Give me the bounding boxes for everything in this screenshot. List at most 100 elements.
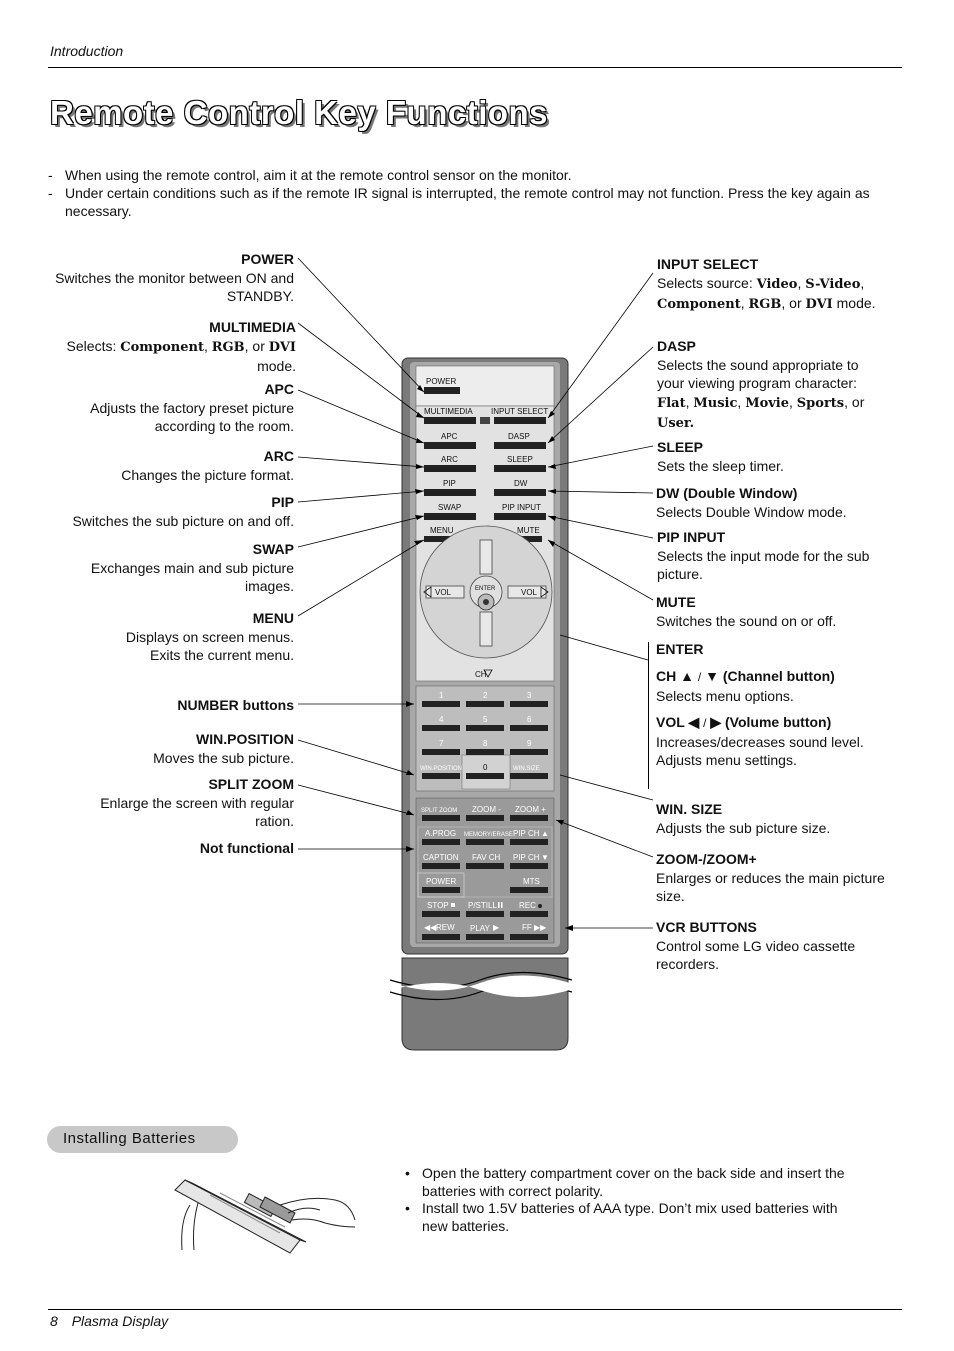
remote-win-position-button[interactable] <box>422 773 460 779</box>
remote-pstill-button[interactable] <box>466 911 504 917</box>
digit-9-label: 9 <box>527 739 532 748</box>
remote-dw-button[interactable] <box>494 489 546 496</box>
digit-9-button[interactable] <box>510 749 548 755</box>
remote-dasp-button[interactable] <box>494 442 546 449</box>
page-number: 8 <box>50 1313 58 1329</box>
remote-vcr-power-button[interactable] <box>422 887 460 893</box>
remote-menu-button[interactable] <box>424 536 454 542</box>
option-component: Component <box>657 297 741 312</box>
remote-ff-label: FF <box>522 923 532 932</box>
battery-installation-illustration <box>174 1179 356 1254</box>
remote-vol-up-button[interactable] <box>507 585 547 599</box>
remote-vol-down-button[interactable] <box>425 585 465 599</box>
remote-apc-button[interactable] <box>424 442 476 449</box>
remote-multimedia-button[interactable] <box>424 417 476 424</box>
remote-menu-label: MENU <box>430 526 454 535</box>
callout-desc: Selects menu options. <box>656 687 794 704</box>
remote-input-select-button[interactable] <box>494 417 546 424</box>
remote-vol-right-label: VOL <box>521 588 538 597</box>
remote-rec-button[interactable] <box>510 911 548 917</box>
remote-ch-up-button[interactable] <box>479 539 493 575</box>
page-footer: 8 Plasma Display <box>50 1313 168 1329</box>
remote-input-select-label: INPUT SELECT <box>491 407 548 416</box>
remote-pip-label: PIP <box>443 479 456 488</box>
separator: , <box>737 393 746 410</box>
remote-play-label: PLAY <box>470 924 491 933</box>
digit-2-button[interactable] <box>466 701 504 707</box>
digit-5-button[interactable] <box>466 725 504 731</box>
callout-label: PIP <box>271 494 294 510</box>
remote-sleep-button[interactable] <box>494 465 546 472</box>
callout-label: ENTER <box>656 641 704 657</box>
vol-left-icon <box>423 586 432 598</box>
remote-zoom-plus-button[interactable] <box>510 815 548 821</box>
remote-mute-button[interactable] <box>512 536 542 542</box>
vol-label: VOL <box>656 714 685 730</box>
remote-pip-input-button[interactable] <box>494 513 546 520</box>
remote-swap-button[interactable] <box>424 513 476 520</box>
remote-swap-label: SWAP <box>438 503 461 512</box>
ff-icon: ▶▶ <box>534 923 547 932</box>
callout-desc-end: mode. <box>257 358 296 374</box>
remote-win-size-button[interactable] <box>510 773 548 779</box>
remote-aprog-button[interactable] <box>422 839 460 845</box>
remote-arc-button[interactable] <box>424 465 476 472</box>
intro-list: When using the remote control, aim it at… <box>48 166 908 220</box>
digit-7-button[interactable] <box>422 749 460 755</box>
remote-caption-button[interactable] <box>422 863 460 869</box>
option-user: User. <box>657 416 695 431</box>
remote-rew-label: REW <box>436 923 455 932</box>
remote-ch-down-button[interactable] <box>479 611 493 647</box>
remote-pip-ch-up-button[interactable] <box>510 839 548 845</box>
callout-desc: Enlarge the screen with regular ration. <box>100 794 294 830</box>
remote-fav-ch-button[interactable] <box>466 863 504 869</box>
callout-power: POWER Switches the monitor between ON an… <box>54 250 294 306</box>
option-s-video: S-Video <box>805 276 861 292</box>
callout-desc: Exchanges main and sub picture images. <box>90 559 294 595</box>
callout-menu: MENU Displays on screen menus. Exits the… <box>54 609 294 665</box>
remote-zoom-minus-button[interactable] <box>466 815 504 821</box>
callout-label: APC <box>264 381 294 397</box>
remote-ff-button[interactable] <box>510 934 548 940</box>
remote-separator <box>480 417 490 424</box>
digit-0-button[interactable] <box>466 773 504 779</box>
remote-play-button[interactable] <box>466 934 504 940</box>
remote-power-button[interactable] <box>424 387 460 394</box>
option-sports: Sports <box>796 395 845 411</box>
option-music: Music <box>693 395 738 411</box>
digit-1-button[interactable] <box>422 701 460 707</box>
remote-pip-ch-down-button[interactable] <box>510 863 548 869</box>
remote-stop-button[interactable] <box>422 911 460 917</box>
footer-rule <box>48 1309 902 1310</box>
callout-label: ZOOM-/ZOOM+ <box>656 851 757 867</box>
remote-split-zoom-button[interactable] <box>422 815 460 821</box>
option-movie: Movie <box>745 395 790 411</box>
separator: , or <box>781 295 806 311</box>
callout-vcr: VCR BUTTONS Control some LG video casset… <box>656 918 896 974</box>
remote-memory-erase-button[interactable] <box>466 839 504 845</box>
callout-pip: PIP Switches the sub picture on and off. <box>34 493 294 530</box>
callout-input-select: INPUT SELECT Selects source: Video, S-Vi… <box>657 255 902 315</box>
remote-rec-label: REC <box>519 901 536 910</box>
remote-split-zoom-label: SPLIT ZOOM <box>421 808 457 814</box>
callout-dw: DW (Double Window) Selects Double Window… <box>656 484 896 521</box>
remote-rew-button[interactable] <box>422 934 460 940</box>
digit-4-button[interactable] <box>422 725 460 731</box>
callout-number: NUMBER buttons <box>54 696 294 715</box>
remote-zoom-plus-label: ZOOM + <box>515 805 546 814</box>
digit-3-button[interactable] <box>510 701 548 707</box>
remote-pip-button[interactable] <box>424 489 476 496</box>
pip-ch-down-icon: ▼ <box>541 853 549 862</box>
option-rgb: RGB <box>211 339 245 355</box>
callout-desc: Selects Double Window mode. <box>656 503 847 520</box>
remote-mts-button[interactable] <box>510 887 548 893</box>
separator: , <box>789 393 797 410</box>
digit-6-button[interactable] <box>510 725 548 731</box>
digit-8-button[interactable] <box>466 749 504 755</box>
digit-7-label: 7 <box>439 739 444 748</box>
callout-desc: Switches the sound on or off. <box>656 612 837 629</box>
intro-item: When using the remote control, aim it at… <box>48 166 908 184</box>
remote-caption-label: CAPTION <box>423 853 459 862</box>
callout-desc: Moves the sub picture. <box>153 749 294 766</box>
footer-product-name: Plasma Display <box>71 1313 169 1329</box>
